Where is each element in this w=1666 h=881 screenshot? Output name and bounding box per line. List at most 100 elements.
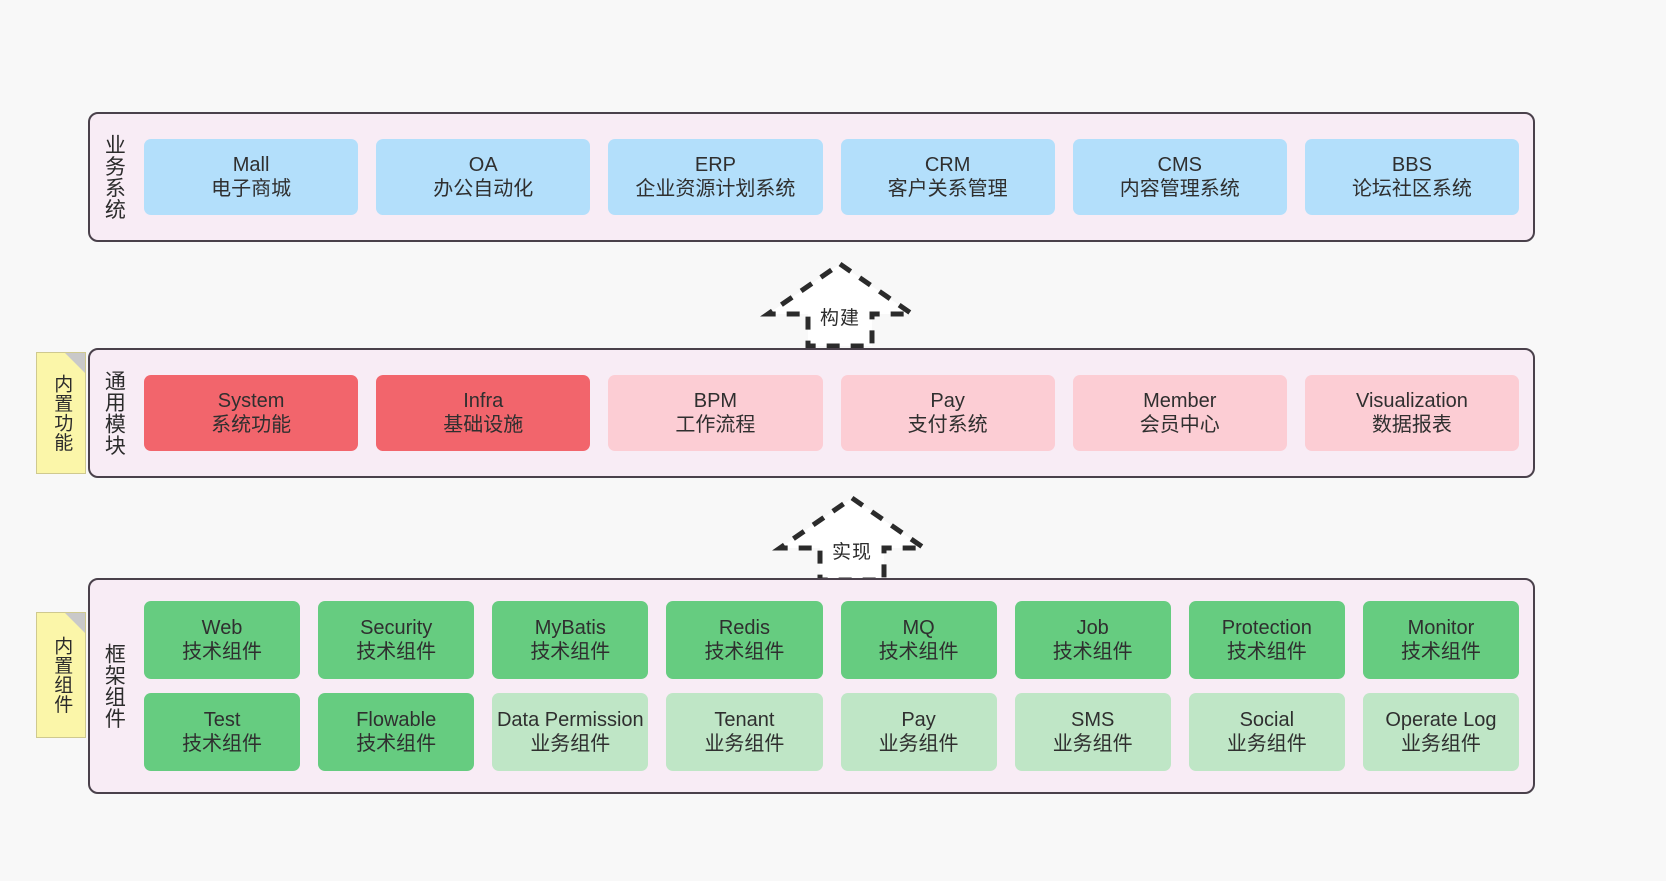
framework-components-row-2: Test 技术组件 Flowable 技术组件 Data Permission … [144, 693, 1519, 771]
card-protection-en: Protection [1221, 616, 1312, 639]
card-erp[interactable]: ERP 企业资源计划系统 [608, 139, 823, 215]
card-erp-en: ERP [694, 153, 736, 176]
framework-components-row-1: Web 技术组件 Security 技术组件 MyBatis 技术组件 Redi… [144, 601, 1519, 679]
card-tenant[interactable]: Tenant 业务组件 [666, 693, 823, 771]
card-oa[interactable]: OA 办公自动化 [376, 139, 591, 215]
card-oa-en: OA [468, 153, 498, 176]
note-built-in-functions: 内置功能 [36, 352, 86, 474]
card-sms[interactable]: SMS 业务组件 [1014, 693, 1171, 771]
card-mybatis[interactable]: MyBatis 技术组件 [492, 601, 649, 679]
band-title-common-modules: 通用模块 [102, 370, 126, 456]
card-operate-log[interactable]: Operate Log 业务组件 [1362, 693, 1519, 771]
card-redis-cn: 技术组件 [704, 641, 785, 663]
card-security-en: Security [360, 616, 433, 639]
card-bpm-en: BPM [693, 389, 738, 412]
card-pay-component-en: Pay [901, 708, 936, 731]
card-tenant-cn: 业务组件 [704, 733, 785, 755]
arrow-build-shape [760, 260, 920, 349]
note-built-in-components: 内置组件 [36, 612, 86, 738]
card-bpm-cn: 工作流程 [675, 414, 756, 436]
band-framework-components: 框架组件 Web 技术组件 Security 技术组件 MyBatis 技术组件… [88, 578, 1535, 794]
card-system-cn: 系统功能 [211, 414, 292, 436]
card-data-permission-en: Data Permission [496, 708, 644, 731]
card-erp-cn: 企业资源计划系统 [635, 178, 796, 200]
band-title-framework-components: 框架组件 [102, 643, 126, 729]
card-mq-cn: 技术组件 [878, 641, 959, 663]
arrow-realize: 实现 [772, 492, 932, 584]
card-web-en: Web [201, 616, 243, 639]
card-test-cn: 技术组件 [182, 733, 263, 755]
card-monitor-cn: 技术组件 [1400, 641, 1481, 663]
card-bpm[interactable]: BPM 工作流程 [608, 375, 823, 451]
card-flowable[interactable]: Flowable 技术组件 [318, 693, 475, 771]
common-modules-row: System 系统功能 Infra 基础设施 BPM 工作流程 Pay 支付系统… [144, 375, 1520, 451]
note-built-in-components-label: 内置组件 [51, 636, 73, 714]
card-mall-cn: 电子商城 [211, 178, 292, 200]
card-mall[interactable]: Mall 电子商城 [144, 139, 359, 215]
card-monitor[interactable]: Monitor 技术组件 [1362, 601, 1519, 679]
card-data-permission-cn: 业务组件 [530, 733, 611, 755]
band-title-business-systems: 业务系统 [102, 134, 126, 220]
card-infra-cn: 基础设施 [443, 414, 524, 436]
arrow-build: 构建 [760, 258, 920, 350]
card-crm[interactable]: CRM 客户关系管理 [840, 139, 1055, 215]
card-social-cn: 业务组件 [1226, 733, 1307, 755]
card-member-cn: 会员中心 [1139, 414, 1220, 436]
card-pay-component-cn: 业务组件 [878, 733, 959, 755]
card-test[interactable]: Test 技术组件 [144, 693, 301, 771]
card-bbs-en: BBS [1391, 153, 1432, 176]
card-operate-log-cn: 业务组件 [1400, 733, 1481, 755]
card-bbs[interactable]: BBS 论坛社区系统 [1304, 139, 1520, 215]
card-cms-cn: 内容管理系统 [1119, 178, 1240, 200]
card-monitor-en: Monitor [1407, 616, 1475, 639]
card-redis[interactable]: Redis 技术组件 [666, 601, 823, 679]
card-flowable-en: Flowable [356, 708, 437, 731]
band-common-modules: 通用模块 System 系统功能 Infra 基础设施 BPM 工作流程 Pay… [88, 348, 1535, 478]
card-test-en: Test [203, 708, 241, 731]
card-mybatis-cn: 技术组件 [530, 641, 611, 663]
card-flowable-cn: 技术组件 [356, 733, 437, 755]
card-member[interactable]: Member 会员中心 [1072, 375, 1287, 451]
card-visualization-cn: 数据报表 [1371, 414, 1452, 436]
card-oa-cn: 办公自动化 [433, 178, 534, 200]
card-web[interactable]: Web 技术组件 [144, 601, 301, 679]
card-pay-module[interactable]: Pay 支付系统 [840, 375, 1055, 451]
note-fold-corner-icon [65, 613, 85, 633]
card-cms[interactable]: CMS 内容管理系统 [1072, 139, 1287, 215]
card-tenant-en: Tenant [714, 708, 775, 731]
business-systems-row: Mall 电子商城 OA 办公自动化 ERP 企业资源计划系统 CRM 客户关系… [144, 139, 1520, 215]
card-infra-en: Infra [463, 389, 504, 412]
card-security-cn: 技术组件 [356, 641, 437, 663]
card-redis-en: Redis [718, 616, 770, 639]
card-bbs-cn: 论坛社区系统 [1351, 178, 1472, 200]
card-protection[interactable]: Protection 技术组件 [1188, 601, 1345, 679]
card-sms-en: SMS [1071, 708, 1115, 731]
arrow-realize-shape [772, 494, 932, 583]
band-body-framework-components: Web 技术组件 Security 技术组件 MyBatis 技术组件 Redi… [136, 580, 1533, 792]
card-job-en: Job [1076, 616, 1109, 639]
card-web-cn: 技术组件 [182, 641, 263, 663]
band-body-business-systems: Mall 电子商城 OA 办公自动化 ERP 企业资源计划系统 CRM 客户关系… [136, 114, 1533, 240]
card-pay-module-en: Pay [930, 389, 965, 412]
band-business-systems: 业务系统 Mall 电子商城 OA 办公自动化 ERP 企业资源计划系统 CRM… [88, 112, 1535, 242]
card-pay-component[interactable]: Pay 业务组件 [840, 693, 997, 771]
band-body-common-modules: System 系统功能 Infra 基础设施 BPM 工作流程 Pay 支付系统… [136, 350, 1533, 476]
card-social-en: Social [1239, 708, 1295, 731]
card-member-en: Member [1143, 389, 1217, 412]
card-job[interactable]: Job 技术组件 [1014, 601, 1171, 679]
card-visualization[interactable]: Visualization 数据报表 [1304, 375, 1520, 451]
card-infra[interactable]: Infra 基础设施 [376, 375, 591, 451]
card-operate-log-en: Operate Log [1385, 708, 1497, 731]
card-protection-cn: 技术组件 [1226, 641, 1307, 663]
card-mq-en: MQ [902, 616, 935, 639]
card-crm-cn: 客户关系管理 [887, 178, 1008, 200]
card-mq[interactable]: MQ 技术组件 [840, 601, 997, 679]
card-system-en: System [217, 389, 285, 412]
card-system[interactable]: System 系统功能 [144, 375, 359, 451]
card-social[interactable]: Social 业务组件 [1188, 693, 1345, 771]
card-data-permission[interactable]: Data Permission 业务组件 [492, 693, 649, 771]
note-fold-corner-icon [65, 353, 85, 373]
card-security[interactable]: Security 技术组件 [318, 601, 475, 679]
card-visualization-en: Visualization [1355, 389, 1468, 412]
